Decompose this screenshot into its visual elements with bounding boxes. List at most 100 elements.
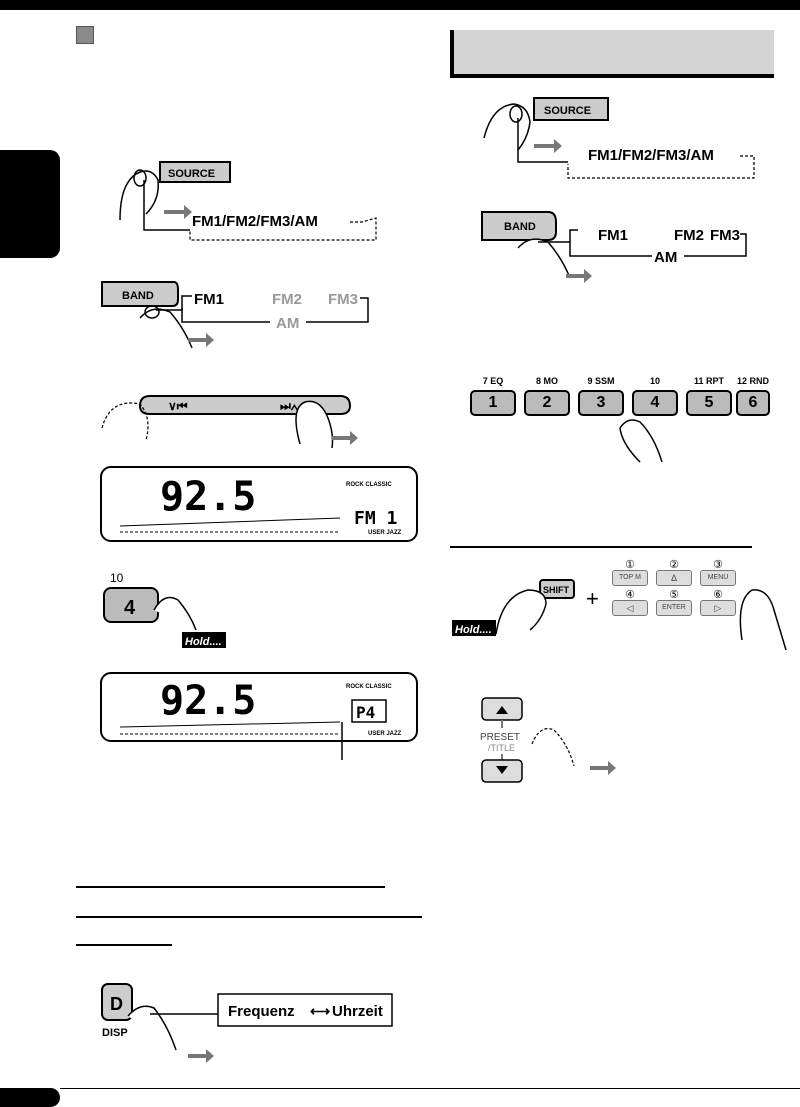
source-cycle-right: FM1/FM2/FM3/AM — [588, 147, 714, 164]
finger-icon — [295, 400, 334, 449]
seek-down-icon: ∨⏮ — [168, 399, 188, 413]
preset-updown-illustration: PRESET /TITLE — [480, 697, 616, 783]
title-label: /TITLE — [488, 743, 515, 753]
source-button-label-right: SOURCE — [544, 105, 591, 117]
band-am-right: AM — [654, 249, 677, 266]
rule-disp-1 — [76, 886, 385, 888]
push-arrow-icon — [164, 205, 192, 219]
preset-key-number: 5 — [686, 390, 732, 416]
disp-label: DISP — [102, 1027, 128, 1039]
hold-preset-illustration: 10 4 Hold.... — [103, 571, 226, 648]
finger-icon — [139, 308, 193, 349]
remote-key-left[interactable]: ◁ — [612, 600, 648, 616]
lcd-display-1: 92.5 FM 1 ROCK CLASSIC USER JAZZ — [100, 466, 418, 542]
band-fm2-left: FM2 — [272, 291, 302, 308]
preset-key-top: 12 RND — [736, 376, 769, 386]
push-arrow-icon — [566, 269, 592, 283]
preset-key-number: 2 — [524, 390, 570, 416]
preset-key-1[interactable]: 7 EQ 1 — [470, 376, 516, 416]
source-button[interactable] — [159, 161, 231, 183]
preset-key-number: 1 — [470, 390, 516, 416]
push-arrow-icon — [188, 1049, 214, 1063]
band-fm2-right: FM2 — [674, 227, 704, 244]
eq-bottom: USER JAZZ — [368, 530, 402, 536]
preset-key-top: 10 — [649, 376, 660, 386]
band-button-label: BAND — [122, 290, 154, 302]
remote-key-number: ⑤ — [669, 589, 679, 601]
disp-frequency: Frequenz — [228, 1003, 295, 1020]
rule-disp-3 — [76, 944, 172, 946]
page-number-tab — [0, 1088, 60, 1107]
remote-key-enter[interactable]: ENTER — [656, 600, 692, 616]
band-button-label-right: BAND — [504, 221, 536, 233]
preset-keys-row: 7 EQ 1 8 MO 2 9 SSM 3 10 4 11 RPT 5 12 R… — [470, 376, 770, 466]
finger-icon — [495, 589, 547, 635]
band-button[interactable] — [481, 211, 557, 241]
remote-key-top-m[interactable]: TOP M — [612, 570, 648, 586]
band-fm1-left: FM1 — [194, 291, 224, 308]
band-fm1-right: FM1 — [598, 227, 628, 244]
preset-key-6[interactable]: 12 RND 6 — [736, 376, 770, 416]
disp-illustration: D DISP Frequenz ⟷ Uhrzeit — [101, 983, 393, 1063]
preset-key-top: 8 MO — [535, 376, 558, 386]
remote-key-right[interactable]: ▷ — [700, 600, 736, 616]
preset-key-5[interactable]: 11 RPT 5 — [686, 376, 732, 416]
preset-key-4[interactable]: 10 4 — [632, 376, 678, 416]
shift-button[interactable] — [539, 579, 575, 599]
tuning-illustration: ∨⏮ ⏭∧ — [101, 395, 358, 449]
disp-time: Uhrzeit — [332, 1003, 383, 1020]
preset-key-3[interactable]: 9 SSM 3 — [578, 376, 624, 416]
section-header-box — [450, 30, 774, 78]
source-cycle-left: FM1/FM2/FM3/AM — [192, 213, 318, 230]
finger-icon — [119, 170, 159, 221]
source-left-illustration: SOURCE FM1/FM2/FM3/AM — [119, 161, 377, 241]
preset-key-2[interactable]: 8 MO 2 — [524, 376, 570, 416]
disp-button-label: D — [110, 994, 123, 1014]
shift-remote-illustration: SHIFT Hold.... + — [452, 579, 787, 651]
preset-key-top: 9 SSM — [587, 376, 615, 386]
language-tab — [0, 150, 60, 258]
finger-icon — [483, 103, 531, 151]
finger-icon — [619, 419, 663, 463]
lcd-display-2: 92.5 P4 ROCK CLASSIC USER JAZZ — [100, 672, 418, 760]
down-arrow-icon — [496, 766, 508, 774]
push-arrow-icon — [590, 761, 616, 775]
preset-4-label: 4 — [124, 597, 136, 619]
up-arrow-icon — [496, 706, 508, 714]
remote-key-number: ① — [625, 559, 635, 571]
remote-key-menu[interactable]: MENU — [700, 570, 736, 586]
section-marker — [76, 26, 94, 44]
svg-text:⟷: ⟷ — [310, 1003, 330, 1019]
band-am-left: AM — [276, 315, 299, 332]
push-arrow-icon — [534, 139, 562, 153]
source-right-illustration: SOURCE FM1/FM2/FM3/AM — [483, 97, 755, 179]
band-left-illustration: BAND FM1 FM2 FM3 AM — [101, 281, 369, 349]
remote-key-number: ④ — [625, 589, 635, 601]
finger-icon — [127, 1005, 177, 1051]
preset-indicator: P4 — [356, 703, 375, 722]
remote-key-number: ③ — [713, 559, 723, 571]
remote-key-number: ② — [669, 559, 679, 571]
preset-4-top: 10 — [110, 571, 124, 585]
push-arrow-icon — [332, 431, 358, 445]
plus-sign: + — [586, 586, 599, 611]
seek-up-icon: ⏭∧ — [280, 399, 299, 413]
band-right-illustration: BAND FM1 FM2 FM3 AM — [481, 211, 747, 283]
finger-icon — [739, 589, 787, 651]
disp-button[interactable] — [101, 983, 133, 1021]
eq-top: ROCK CLASSIC — [346, 684, 392, 690]
band-button[interactable] — [101, 281, 179, 307]
frequency-readout: 92.5 — [160, 678, 256, 724]
preset-label: PRESET — [480, 732, 520, 743]
band-fm3-right: FM3 — [710, 227, 740, 244]
remote-keys: ① TOP M ② Δ ③ MENU ④ ◁ ⑤ ENTER ⑥ ▷ — [612, 558, 742, 618]
shift-label: SHIFT — [543, 585, 570, 595]
eq-top: ROCK CLASSIC — [346, 482, 392, 488]
rule-remote — [450, 546, 752, 548]
frequency-readout: 92.5 — [160, 474, 256, 520]
preset-key-number: 6 — [736, 390, 770, 416]
source-button[interactable] — [533, 97, 609, 121]
remote-key-up[interactable]: Δ — [656, 570, 692, 586]
finger-icon — [517, 238, 571, 279]
band-indicator: FM 1 — [354, 508, 397, 529]
